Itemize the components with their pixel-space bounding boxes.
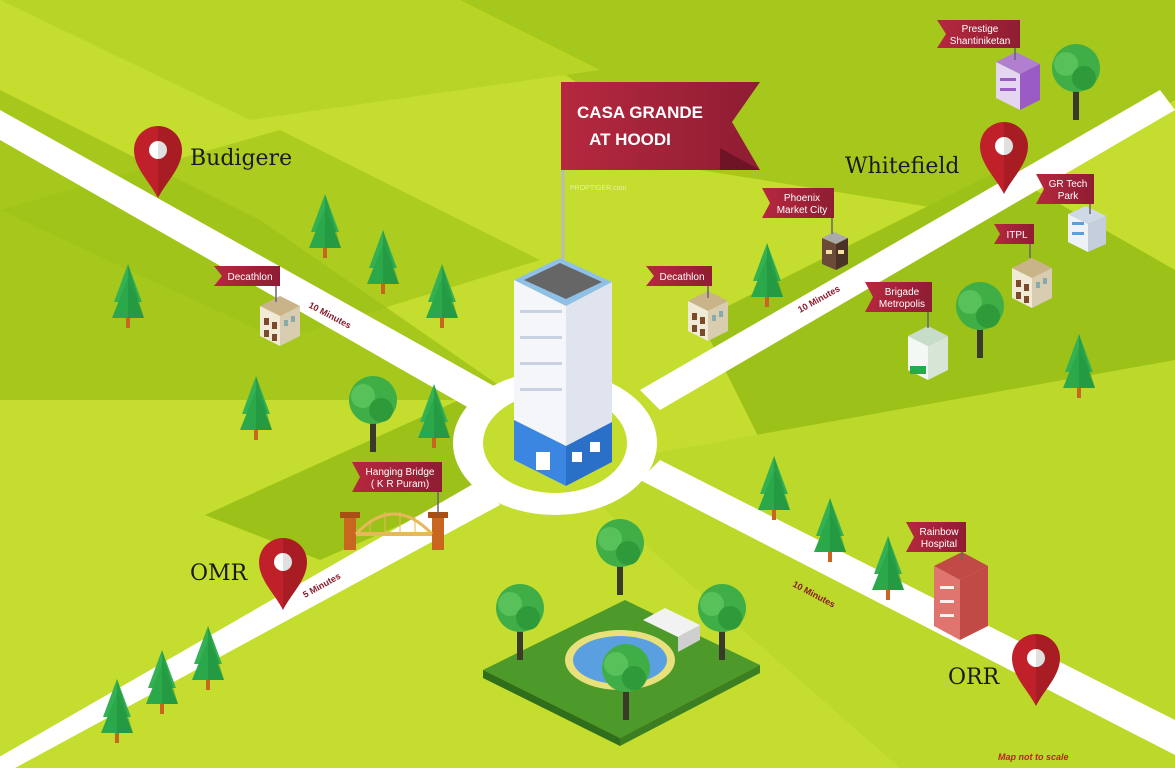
hanging-bridge xyxy=(340,511,448,550)
flag-brigade: Brigade Metropolis xyxy=(865,282,932,328)
flag-prestige: Prestige Shantiniketan xyxy=(937,20,1020,60)
label-prestige-line2: Shantiniketan xyxy=(950,36,1011,47)
pin-whitefield: Whitefield xyxy=(845,122,1028,194)
gr-tech-building xyxy=(1068,206,1106,252)
phoenix-building xyxy=(822,232,848,270)
locality-orr: ORR xyxy=(948,665,1001,690)
flag-phoenix: Phoenix Market City xyxy=(762,188,834,234)
park xyxy=(483,519,760,746)
label-phoenix-line1: Phoenix xyxy=(784,193,820,204)
label-decathlon-left: Decathlon xyxy=(227,272,272,283)
project-banner: CASA GRANDE AT HOODI PROPTIGER.com xyxy=(561,82,760,192)
label-brigade-line2: Metropolis xyxy=(879,299,925,310)
pin-budigere: Budigere xyxy=(134,126,292,198)
flag-itpl: ITPL xyxy=(994,224,1034,258)
label-decathlon-center: Decathlon xyxy=(659,272,704,283)
locality-whitefield: Whitefield xyxy=(845,154,960,179)
project-name-line1: CASA GRANDE xyxy=(577,103,703,122)
rainbow-hospital-building xyxy=(934,552,988,640)
watermark: PROPTIGER.com xyxy=(570,185,627,192)
label-brigade-line1: Brigade xyxy=(885,287,920,298)
pin-orr: ORR xyxy=(948,634,1060,706)
project-name-line2: AT HOODI xyxy=(589,130,671,149)
brigade-building xyxy=(908,326,948,380)
label-phoenix-line2: Market City xyxy=(777,205,828,216)
label-prestige-line1: Prestige xyxy=(962,24,999,35)
label-rainbow-line1: Rainbow xyxy=(920,527,960,538)
decathlon-left-building xyxy=(260,296,300,346)
pin-omr: OMR xyxy=(190,538,307,610)
flag-hanging-bridge: Hanging Bridge ( K R Puram) xyxy=(352,462,442,514)
map-scale-note: Map not to scale xyxy=(998,752,1069,762)
label-grtech-line1: GR Tech xyxy=(1049,179,1088,190)
flag-rainbow: Rainbow Hospital xyxy=(906,522,966,560)
label-grtech-line2: Park xyxy=(1058,191,1080,202)
label-hanging-bridge-line1: Hanging Bridge xyxy=(366,467,435,478)
label-hanging-bridge-line2: ( K R Puram) xyxy=(371,479,429,490)
decathlon-center-building xyxy=(688,291,728,341)
itpl-building xyxy=(1012,258,1052,308)
casa-grande-tower xyxy=(514,85,612,486)
flag-decathlon-center: Decathlon xyxy=(646,266,712,298)
label-rainbow-line2: Hospital xyxy=(921,539,957,550)
locality-omr: OMR xyxy=(190,561,249,586)
label-itpl: ITPL xyxy=(1006,230,1028,241)
flag-decathlon-left: Decathlon xyxy=(214,266,280,302)
locality-budigere: Budigere xyxy=(190,146,292,171)
prestige-building xyxy=(996,52,1040,110)
flag-grtech: GR Tech Park xyxy=(1036,174,1094,214)
